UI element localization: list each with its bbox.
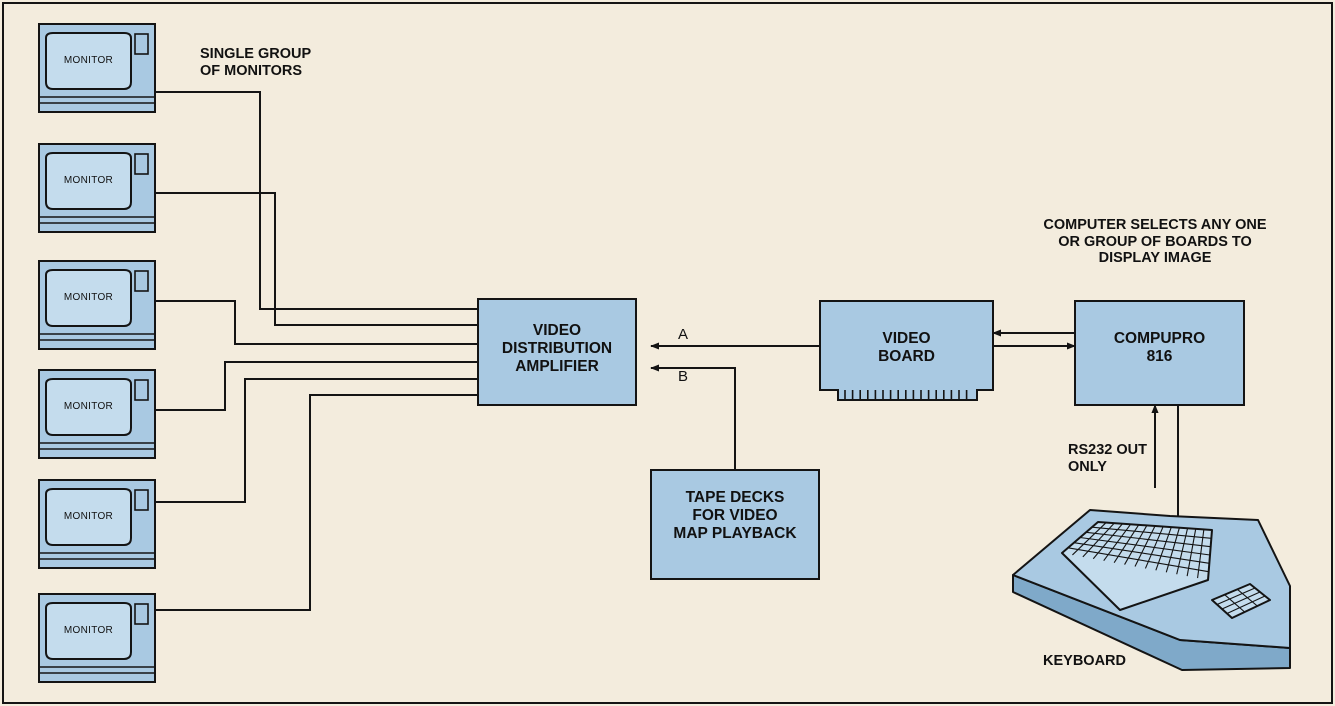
monitor-label: MONITOR xyxy=(46,511,131,523)
monitor-label: MONITOR xyxy=(46,401,131,413)
rs232-label: RS232 OUT ONLY xyxy=(1068,442,1147,475)
monitor-label: MONITOR xyxy=(46,292,131,304)
video-board-label: VIDEO BOARD xyxy=(820,330,993,366)
monitor-4 xyxy=(39,370,155,458)
monitor-group-label: SINGLE GROUP OF MONITORS xyxy=(200,46,311,79)
input-b-label: B xyxy=(678,368,688,385)
computer-note: COMPUTER SELECTS ANY ONE OR GROUP OF BOA… xyxy=(1005,217,1305,267)
monitor-label: MONITOR xyxy=(46,175,131,187)
input-a-label: A xyxy=(678,326,688,343)
monitor-cable-3 xyxy=(155,301,478,344)
tape-decks-label: TAPE DECKS FOR VIDEO MAP PLAYBACK xyxy=(651,489,819,542)
monitor-stack xyxy=(39,24,155,682)
keyboard-illustration xyxy=(1013,510,1290,670)
monitor-cable-4 xyxy=(155,362,478,410)
monitor-label: MONITOR xyxy=(46,55,131,67)
monitor-1 xyxy=(39,24,155,112)
monitor-cable-1 xyxy=(155,92,478,309)
monitor-cable-5 xyxy=(155,379,478,502)
compupro-label: COMPUPRO 816 xyxy=(1075,330,1244,366)
amplifier-label: VIDEO DISTRIBUTION AMPLIFIER xyxy=(478,322,636,375)
monitor-5 xyxy=(39,480,155,568)
arrow-b xyxy=(651,368,735,470)
monitor-6 xyxy=(39,594,155,682)
monitor-cables xyxy=(155,92,478,610)
monitor-3 xyxy=(39,261,155,349)
keyboard-label: KEYBOARD xyxy=(1043,653,1126,670)
monitor-2 xyxy=(39,144,155,232)
monitor-cable-2 xyxy=(155,193,478,325)
monitor-label: MONITOR xyxy=(46,625,131,637)
